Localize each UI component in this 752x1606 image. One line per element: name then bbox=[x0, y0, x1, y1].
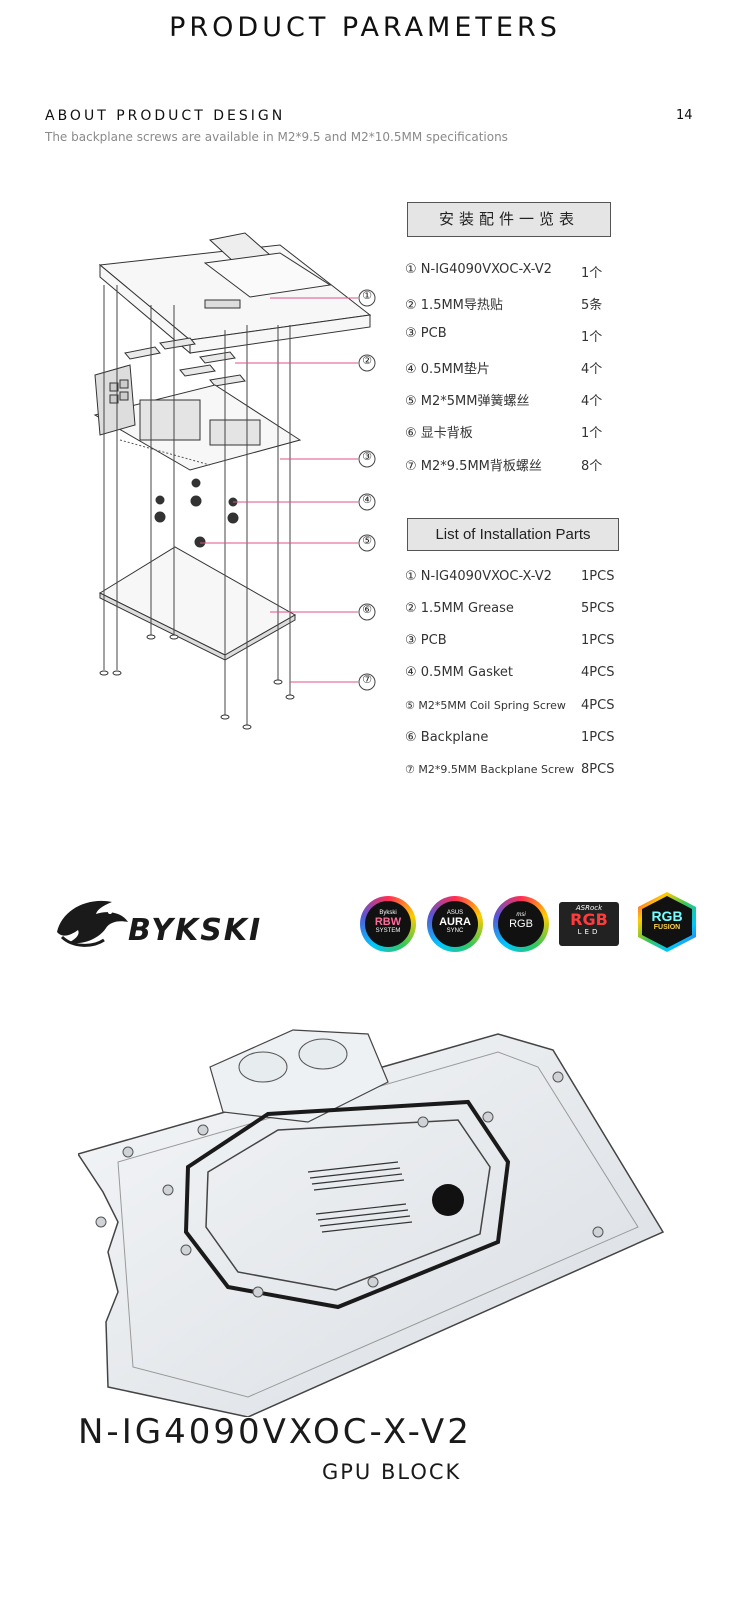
thermal-pads-drawing bbox=[124, 337, 246, 387]
callout-3: ③ bbox=[362, 450, 372, 463]
product-model: N-IG4090VXOC-X-V2 bbox=[78, 1412, 472, 1452]
page-number: 14 bbox=[676, 108, 693, 123]
rgb-fusion-badge: RGB FUSION bbox=[638, 892, 696, 952]
gpu-block-render bbox=[78, 1029, 665, 1417]
msi-rgb-badge: msi RGB bbox=[493, 896, 549, 952]
spacers-drawing bbox=[154, 478, 239, 548]
backplane-drawing bbox=[98, 546, 297, 661]
section-title: ABOUT PRODUCT DESIGN bbox=[45, 108, 286, 124]
callout-6: ⑥ bbox=[362, 603, 372, 616]
section-subtitle: The backplane screws are available in M2… bbox=[45, 130, 508, 144]
parts-list-en-title: List of Installation Parts bbox=[407, 518, 619, 551]
pcb-drawing bbox=[93, 364, 302, 471]
brand-logo: BYKSKI bbox=[128, 913, 263, 948]
asrock-rgb-badge: ASRock RGB LED bbox=[559, 902, 619, 946]
exploded-diagram bbox=[93, 232, 376, 730]
waterblock-drawing bbox=[98, 232, 372, 355]
page-title: PRODUCT PARAMETERS bbox=[169, 12, 561, 43]
dragon-logo-icon bbox=[57, 900, 128, 947]
callout-2: ② bbox=[362, 354, 372, 367]
aura-sync-badge: ASUS AURA SYNC bbox=[427, 896, 483, 952]
rbw-sync-badge: Bykski RBW SYSTEM bbox=[360, 896, 416, 952]
callout-7: ⑦ bbox=[362, 673, 372, 686]
parts-list-cn-title: 安装配件一览表 bbox=[407, 202, 611, 237]
callout-4: ④ bbox=[362, 493, 372, 506]
callout-5: ⑤ bbox=[362, 534, 372, 547]
callout-1: ① bbox=[362, 289, 372, 302]
product-type: GPU BLOCK bbox=[322, 1460, 462, 1484]
